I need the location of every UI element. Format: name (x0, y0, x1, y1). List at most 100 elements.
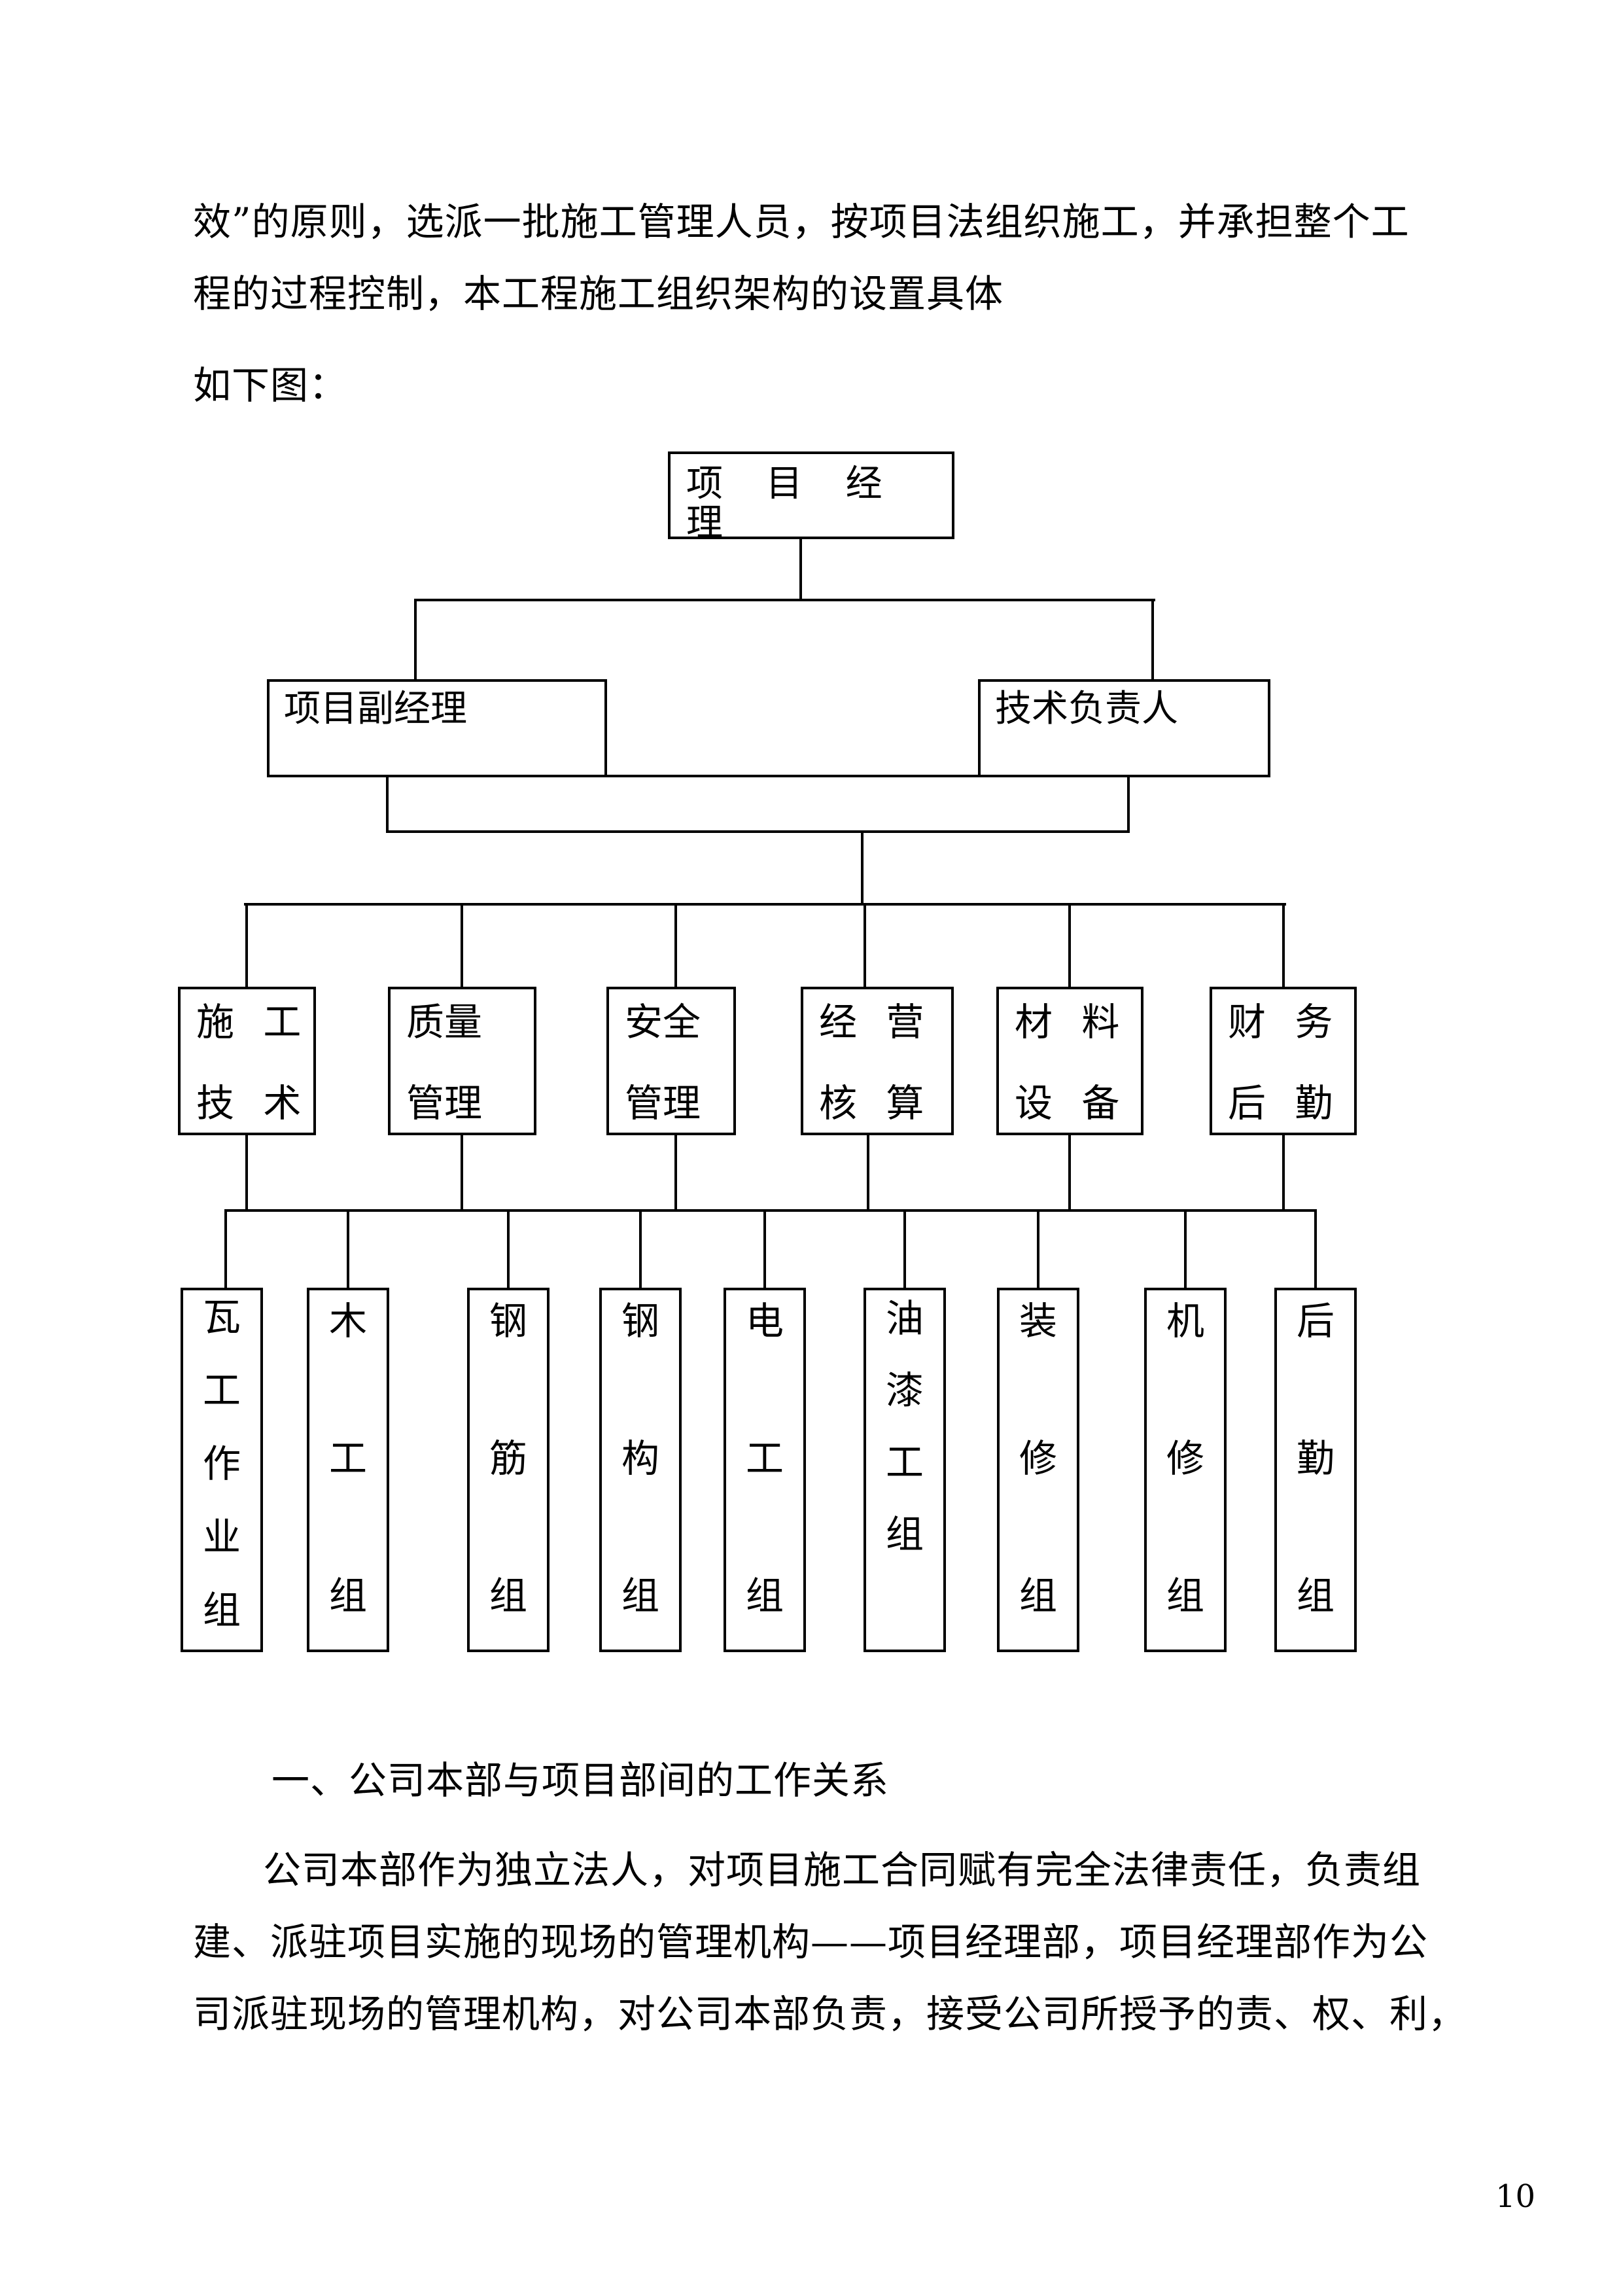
connector-line (864, 904, 866, 988)
body-line-2: 建、派驻项目实施的现场的管理机构——项目经理部，项目经理部作为公 (193, 1920, 1429, 1964)
chart-box-char: 修 (1166, 1436, 1204, 1481)
chart-box-char: 组 (745, 1574, 784, 1618)
chart-box-char: 工 (202, 1368, 241, 1413)
connector-line (1068, 904, 1071, 988)
intro-line-1: 效”的原则，选派一批施工管理人员，按项目法组织施工，并承担整个工 (193, 200, 1410, 244)
connector-line (861, 832, 864, 906)
chart-box-char: 油 (885, 1296, 924, 1341)
connector-line (1151, 599, 1154, 680)
chart-box-char: 组 (621, 1574, 659, 1618)
connector-line (1282, 904, 1285, 988)
connector-line (245, 1134, 248, 1212)
chart-box-finance-logistics: 财 务 后 勤 (1210, 987, 1357, 1135)
connector-line (763, 1210, 766, 1289)
connector-line (1282, 1134, 1285, 1212)
chart-box-label: 技术负责人 (995, 688, 1178, 730)
chart-box-char: 工 (745, 1436, 784, 1481)
chart-box-label: 核 算 (819, 1081, 924, 1125)
chart-box-deputy-project-manager: 项目副经理 (267, 679, 607, 777)
intro-line-2: 程的过程控制，本工程施工组织架构的设置具体 (193, 272, 1004, 316)
chart-box-char: 装 (1019, 1299, 1057, 1343)
chart-box-char: 筋 (489, 1436, 527, 1481)
chart-box-quality-management: 质量 管理 (388, 987, 536, 1135)
chart-box-char: 瓦 (202, 1295, 241, 1339)
connector-line (461, 1134, 463, 1212)
chart-box-char: 组 (1166, 1574, 1204, 1618)
connector-line (799, 538, 802, 601)
chart-box-label: 设 备 (1015, 1081, 1120, 1125)
chart-box-machine-repair-group: 机 修 组 (1144, 1288, 1227, 1652)
chart-box-char: 构 (621, 1436, 659, 1481)
chart-box-char: 电 (745, 1299, 784, 1343)
connector-line (903, 1210, 906, 1289)
chart-box-char: 作 (202, 1441, 241, 1486)
connector-line (507, 1210, 510, 1289)
chart-box-business-accounting: 经 营 核 算 (801, 987, 954, 1135)
body-line-3: 司派驻现场的管理机构，对公司本部负责，接受公司所授予的责、权、利， (193, 1992, 1467, 2036)
connector-line (224, 1210, 227, 1289)
chart-box-label: 经 营 (819, 1000, 924, 1044)
connector-line (1068, 1134, 1071, 1212)
chart-box-char: 业 (202, 1515, 241, 1559)
body-line-1: 公司本部作为独立法人，对项目施工合同赋有完全法律责任，负责组 (263, 1848, 1422, 1892)
chart-box-steel-structure-group: 钢 构 组 (599, 1288, 682, 1652)
connector-line (674, 1134, 677, 1212)
connector-line (606, 775, 979, 777)
chart-box-char: 组 (1019, 1574, 1057, 1618)
connector-line (386, 830, 1130, 833)
connector-line (244, 903, 1286, 906)
chart-box-logistics-group: 后 勤 组 (1274, 1288, 1357, 1652)
chart-box-decoration-group: 装 修 组 (997, 1288, 1079, 1652)
chart-box-label: 管理 (406, 1081, 483, 1125)
connector-line (1037, 1210, 1039, 1289)
chart-box-char: 机 (1166, 1299, 1204, 1343)
connector-line (224, 1209, 1317, 1212)
chart-box-bricklayer-work-group: 瓦 工 作 业 组 (181, 1288, 263, 1652)
chart-box-char: 漆 (885, 1368, 924, 1413)
connector-line (414, 599, 1155, 601)
chart-box-label: 项 目 经 理 (686, 463, 882, 544)
chart-box-technical-director: 技术负责人 (978, 679, 1270, 777)
chart-box-char: 组 (328, 1574, 367, 1618)
connector-line (639, 1210, 642, 1289)
chart-box-char: 组 (489, 1574, 527, 1618)
chart-box-carpenter-group: 木 工 组 (307, 1288, 389, 1652)
chart-box-char: 后 (1296, 1299, 1335, 1343)
connector-line (461, 904, 463, 988)
chart-box-project-manager: 项 目 经 理 (668, 451, 954, 543)
chart-box-rebar-group: 钢 筋 组 (467, 1288, 550, 1652)
chart-box-char: 木 (328, 1299, 367, 1343)
chart-box-label: 安全 (625, 1000, 701, 1044)
chart-box-char: 钢 (621, 1299, 659, 1343)
chart-box-label: 财 务 (1228, 1000, 1333, 1044)
chart-box-construction-technology: 施 工 技 术 (178, 987, 316, 1135)
connector-line (347, 1210, 349, 1289)
chart-box-char: 修 (1019, 1436, 1057, 1481)
chart-box-safety-management: 安全 管理 (606, 987, 736, 1135)
chart-box-electrician-group: 电 工 组 (724, 1288, 806, 1652)
connector-line (386, 776, 389, 833)
connector-line (674, 904, 677, 988)
connector-line (867, 1134, 869, 1212)
chart-box-label: 质量 (406, 1000, 483, 1044)
chart-box-char: 组 (885, 1512, 924, 1557)
chart-box-label: 施 工 (196, 1000, 302, 1044)
intro-line-3: 如下图： (193, 363, 348, 408)
chart-box-char: 钢 (489, 1299, 527, 1343)
chart-box-char: 组 (202, 1588, 241, 1633)
connector-line (414, 599, 417, 680)
chart-box-label: 材 料 (1015, 1000, 1120, 1044)
chart-box-label: 管理 (625, 1081, 701, 1125)
chart-box-char: 工 (328, 1436, 367, 1481)
page-number: 10 (1495, 2178, 1536, 2215)
section-heading: 一、公司本部与项目部间的工作关系 (271, 1758, 890, 1803)
connector-line (245, 904, 248, 988)
connector-line (1314, 1210, 1317, 1289)
chart-box-materials-equipment: 材 料 设 备 (996, 987, 1143, 1135)
chart-box-char: 工 (885, 1440, 924, 1485)
connector-line (1127, 776, 1130, 833)
chart-box-label: 项目副经理 (284, 688, 467, 730)
chart-box-char: 组 (1296, 1574, 1335, 1618)
chart-box-label: 技 术 (196, 1081, 302, 1125)
